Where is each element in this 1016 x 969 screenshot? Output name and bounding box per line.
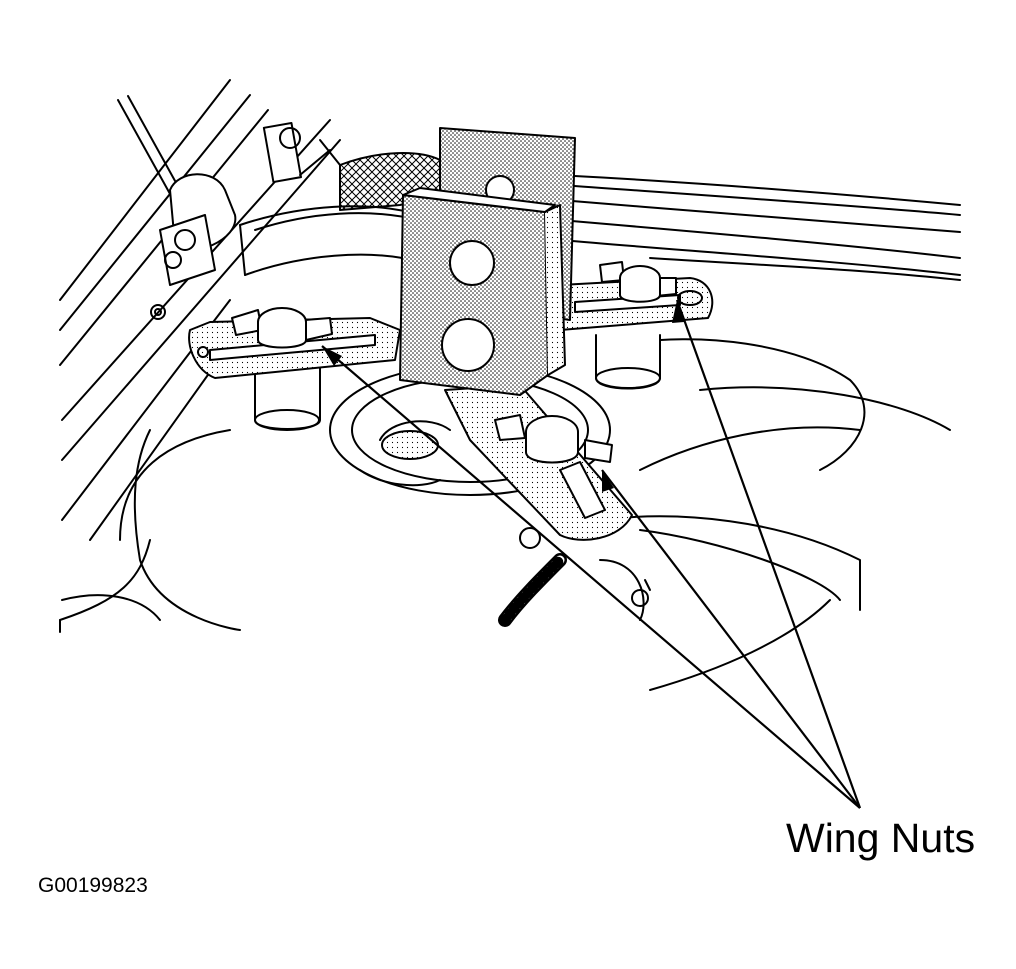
wing-nut-center [494,414,613,464]
callout-leaders [321,299,862,809]
curved-tube [239,205,421,276]
wire-harness [439,169,961,281]
bracket-arm-lower [444,384,633,549]
wing-nuts-label: Wing Nuts [786,815,976,861]
figure-id: G00199823 [38,874,148,897]
corrugated-hose [498,553,567,627]
wing-nut-left [231,307,333,349]
tool-front-plate [399,187,566,396]
bolt-lower [631,579,651,607]
strut-housing [599,338,951,691]
bolt-left [150,304,166,320]
mount-tower-left [254,364,321,431]
cable-clip [159,121,341,286]
arrow-heads [322,300,684,492]
wing-nut-right [599,261,677,303]
lower-cover [119,429,241,631]
mount-tower-right [595,334,661,390]
